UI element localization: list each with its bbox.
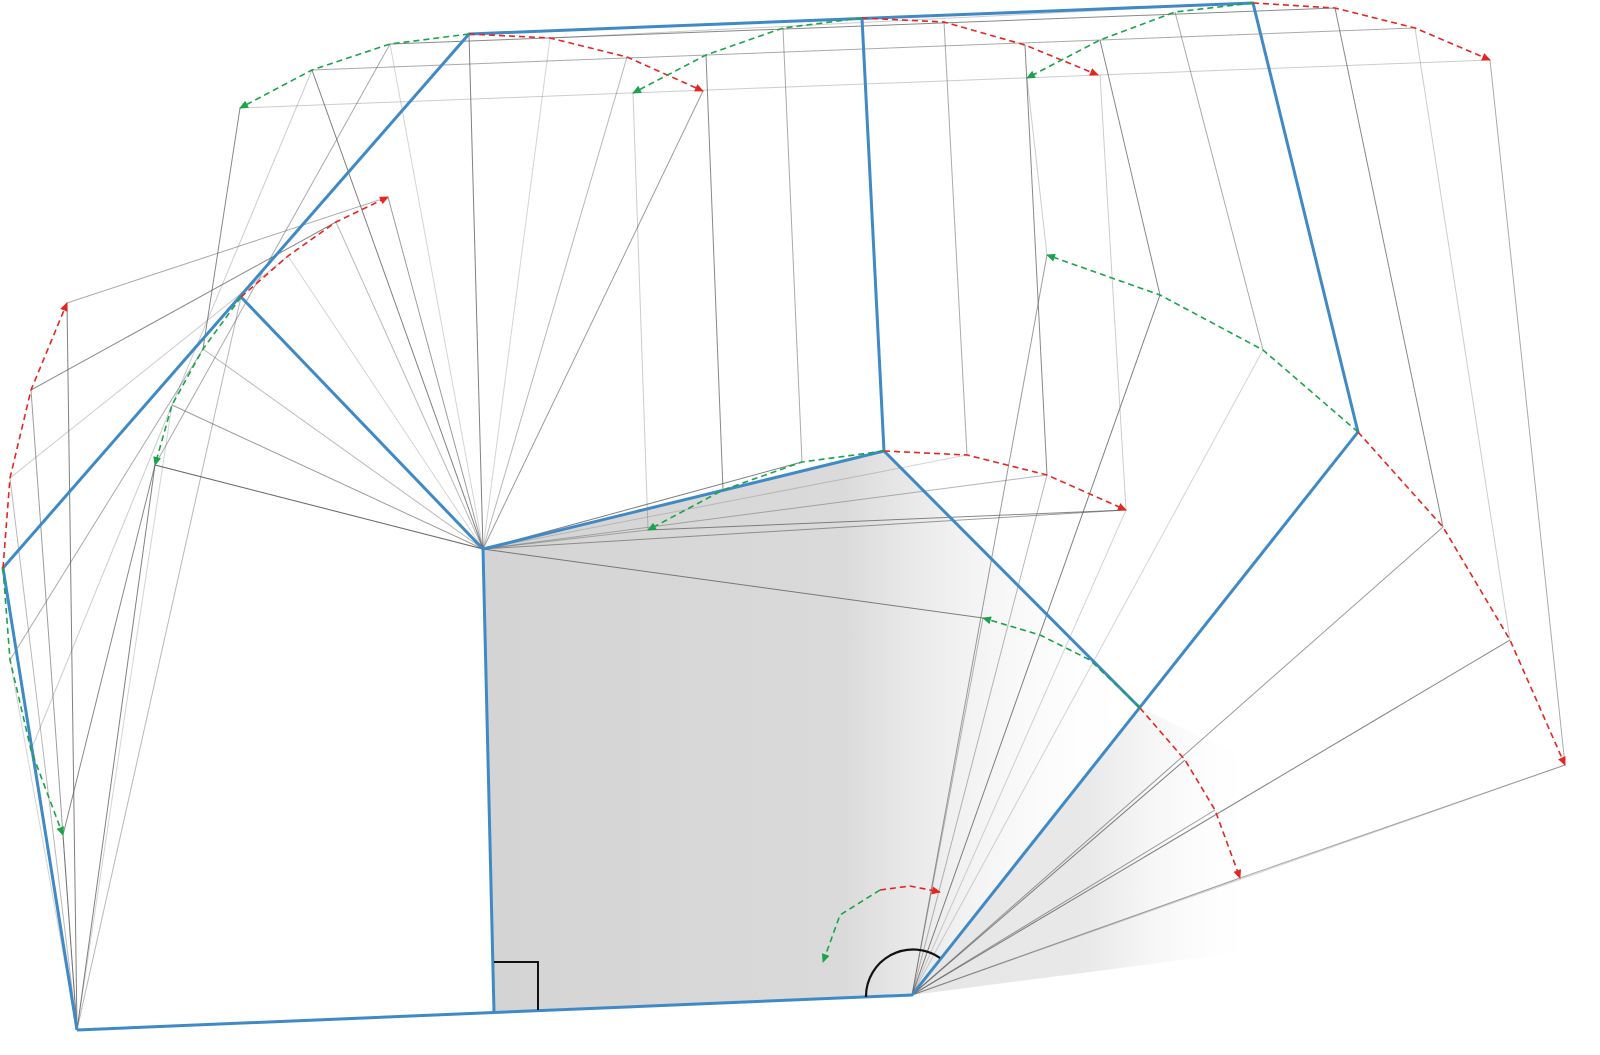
rotation-arrow-backward: [239, 33, 470, 109]
construction-line: [311, 69, 484, 550]
rotation-arrow-backward: [647, 450, 885, 531]
construction-line: [911, 509, 1127, 996]
construction-line: [911, 474, 1048, 996]
construction-line: [911, 759, 1186, 996]
construction-line: [154, 464, 484, 550]
construction-line: [1239, 764, 1566, 879]
shaded-face-fade: [884, 451, 1260, 995]
construction-line: [171, 404, 484, 550]
rotation-arrow-backward: [982, 616, 1141, 709]
construction-line: [9, 348, 204, 661]
construction-line: [1334, 7, 1444, 528]
construction-line: [30, 221, 337, 391]
construction-line: [1414, 27, 1511, 641]
construction-line: [66, 196, 389, 304]
construction-line: [202, 107, 241, 350]
construction-line: [482, 37, 551, 550]
rotation-arrow-forward: [468, 33, 704, 92]
construction-line: [387, 196, 484, 550]
construction-line: [647, 509, 1127, 531]
construction-line: [154, 43, 391, 466]
construction-line: [1026, 77, 1048, 256]
construction-line: [76, 464, 156, 1031]
construction-line: [943, 21, 968, 456]
construction-line: [76, 404, 173, 1031]
construction-line: [62, 834, 78, 1031]
rotation-arrow-forward: [861, 17, 1099, 76]
construction-line: [782, 27, 803, 463]
construction-line: [1489, 59, 1566, 766]
construction-line: [1099, 39, 1161, 296]
rotation-arrow-backward: [1026, 2, 1254, 79]
construction-line: [482, 548, 984, 619]
construction-line: [1024, 44, 1048, 476]
right-angle-mark: [494, 961, 539, 1010]
construction-line: [335, 221, 484, 550]
construction-line: [30, 404, 173, 751]
obtuse-angle-arc: [864, 948, 941, 998]
construction-line: [482, 529, 649, 550]
construction-line: [76, 296, 242, 1031]
construction-line: [632, 92, 649, 531]
fold-outline: [860, 17, 886, 452]
construction-line: [482, 474, 1048, 550]
rotation-arrow-backward: [632, 17, 863, 94]
rotation-arrow-forward: [1357, 431, 1566, 766]
construction-line: [911, 254, 1048, 996]
construction-line: [482, 90, 704, 550]
construction-line: [482, 509, 1127, 550]
construction-line: [66, 302, 78, 1031]
rotation-arrow-forward: [240, 196, 389, 298]
rotation-arrow-backward: [153, 296, 242, 466]
rotation-arrow-backward: [1046, 253, 1359, 433]
construction-line: [911, 349, 1264, 996]
construction-line: [911, 294, 1161, 996]
rotation-arrow-forward: [2, 302, 68, 569]
construction-line: [911, 877, 1241, 996]
construction-line: [482, 454, 968, 550]
construction-line: [62, 464, 156, 836]
construction-line: [482, 56, 628, 550]
rotation-arrow-backward: [2, 567, 64, 836]
construction-line: [911, 639, 1511, 996]
rotation-arrow-forward: [1139, 707, 1241, 879]
construction-line: [1174, 11, 1264, 351]
shaded-face: [483, 451, 1140, 1012]
construction-line: [287, 255, 484, 550]
rotation-arrow-forward: [879, 885, 941, 895]
construction-line: [9, 477, 78, 1031]
rotation-arrow-backward: [821, 889, 881, 963]
rotation-arrow-forward: [883, 450, 1127, 511]
construction-line: [389, 43, 484, 550]
construction-line: [468, 33, 484, 550]
construction-line: [1099, 74, 1127, 511]
construction-line: [911, 526, 1444, 996]
construction-line: [202, 348, 484, 550]
construction-line: [705, 54, 724, 491]
construction-line: [911, 877, 1241, 996]
construction-line: [911, 809, 1216, 996]
rotation-arrow-forward: [1252, 2, 1491, 61]
